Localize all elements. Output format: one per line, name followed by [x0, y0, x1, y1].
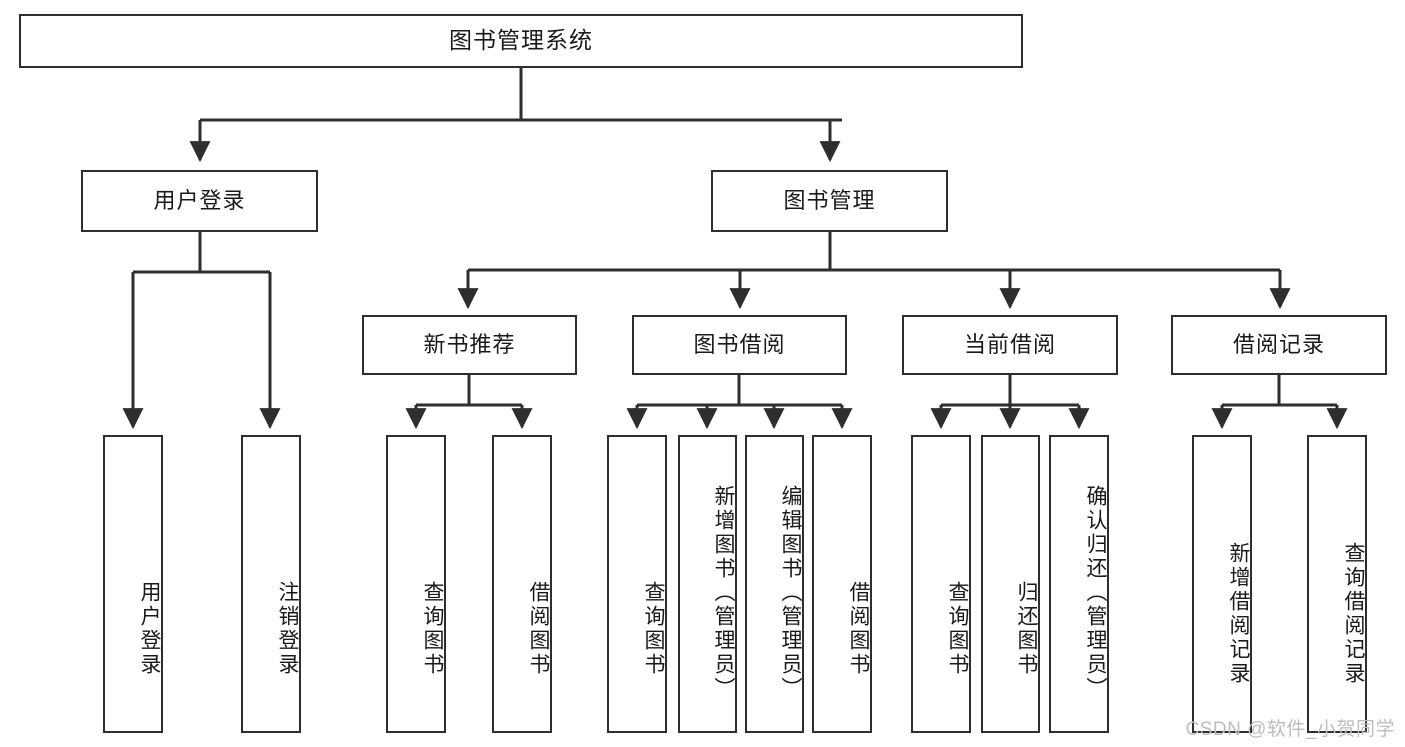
leaf-confirm-return-admin[interactable]: 确认归还（管理员）: [1049, 435, 1109, 733]
leaf-query-book-borrow[interactable]: 查询图书: [607, 435, 667, 733]
watermark: CSDN @软件_小贺同学: [1185, 719, 1395, 740]
node-root-book-management-system[interactable]: 图书管理系统: [19, 14, 1023, 68]
leaf-query-borrow-record[interactable]: 查询借阅记录: [1307, 435, 1367, 733]
node-book-borrow[interactable]: 图书借阅: [632, 315, 847, 375]
leaf-borrow-book-recommend[interactable]: 借阅图书: [492, 435, 552, 733]
leaf-user-logout[interactable]: 注销登录: [241, 435, 301, 733]
node-new-book-recommend[interactable]: 新书推荐: [362, 315, 577, 375]
leaf-add-borrow-record[interactable]: 新增借阅记录: [1192, 435, 1252, 733]
leaf-query-book-current[interactable]: 查询图书: [911, 435, 971, 733]
node-borrow-record[interactable]: 借阅记录: [1171, 315, 1387, 375]
node-book-management[interactable]: 图书管理: [711, 170, 948, 232]
leaf-user-login[interactable]: 用户登录: [103, 435, 163, 733]
leaf-return-book[interactable]: 归还图书: [981, 435, 1040, 733]
node-user-login[interactable]: 用户登录: [81, 170, 318, 232]
leaf-edit-book-admin[interactable]: 编辑图书（管理员）: [745, 435, 804, 733]
node-current-borrow[interactable]: 当前借阅: [902, 315, 1118, 375]
leaf-borrow-book-borrow[interactable]: 借阅图书: [812, 435, 872, 733]
leaf-query-book-recommend[interactable]: 查询图书: [386, 435, 446, 733]
leaf-add-book-admin[interactable]: 新增图书（管理员）: [678, 435, 737, 733]
